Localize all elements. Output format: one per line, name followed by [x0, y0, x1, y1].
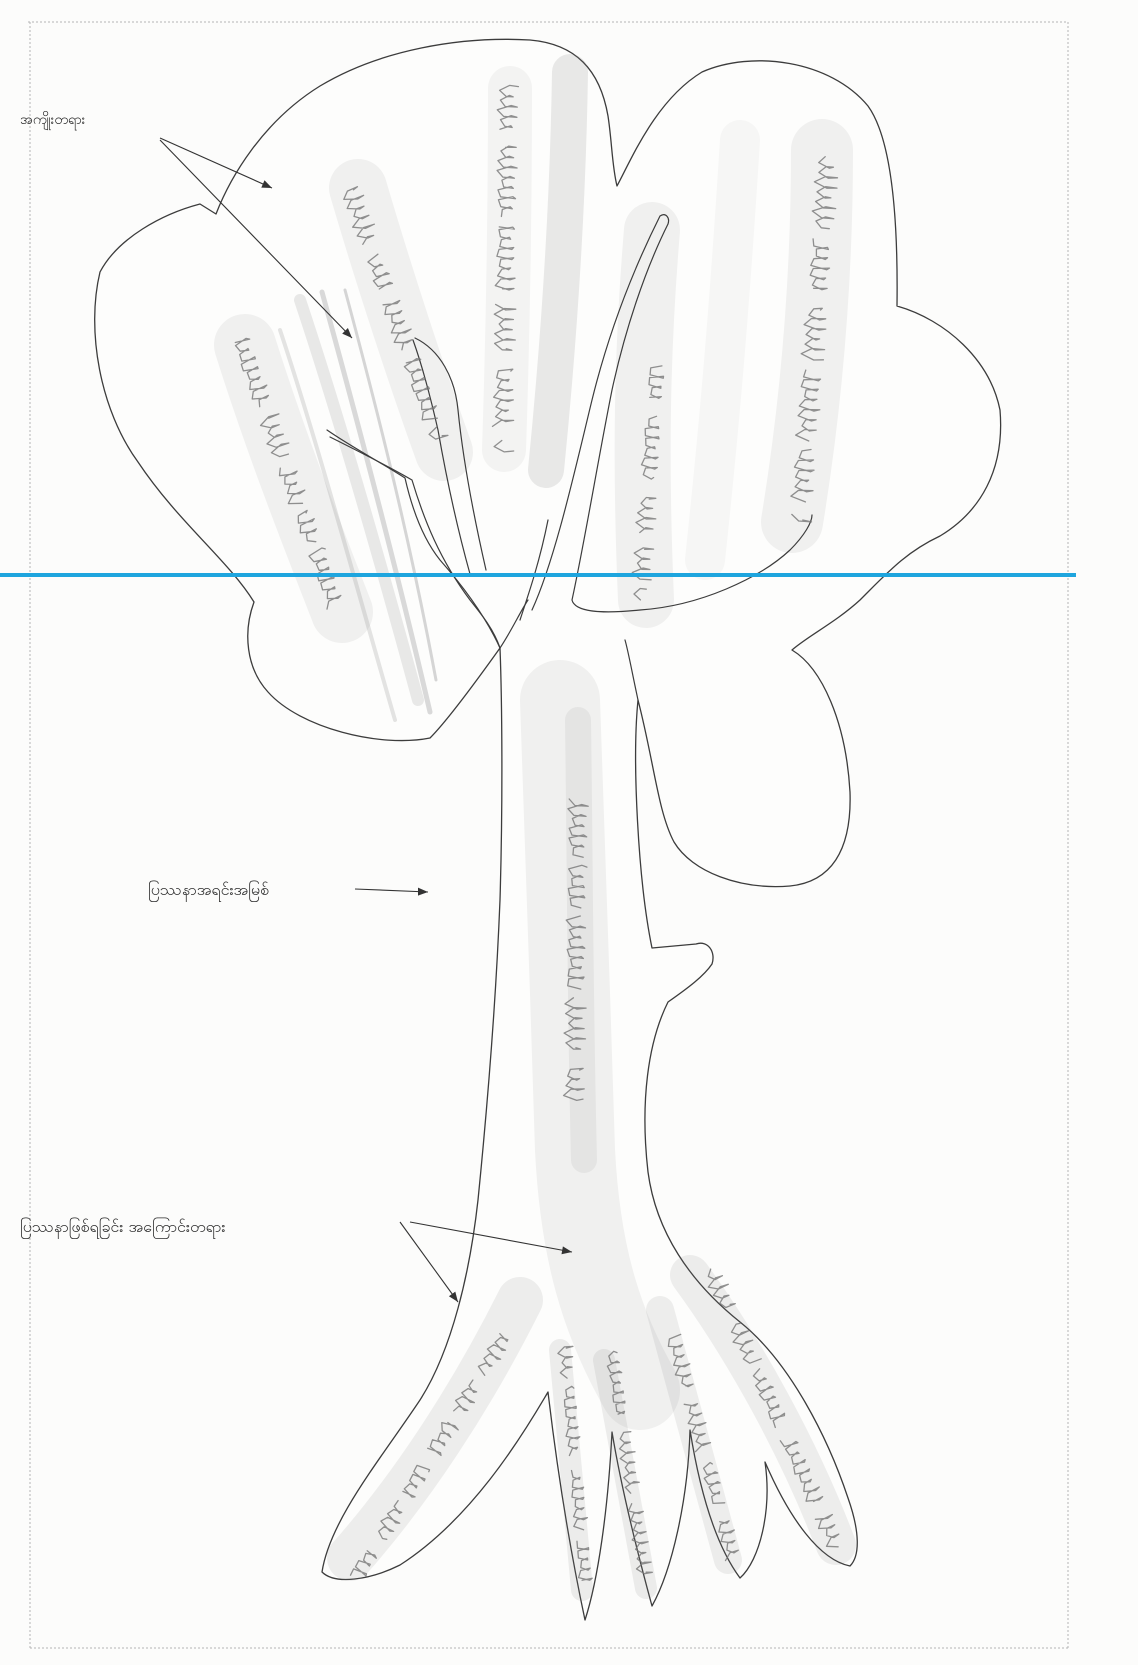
arrowhead	[449, 1292, 458, 1302]
core-problem-label: ပြဿနာအရင်းအမြစ်	[148, 880, 269, 902]
shading-trunk-core	[578, 720, 584, 1160]
arrowhead	[418, 888, 428, 896]
core-problem-callout: ပြဿနာအရင်းအမြစ်	[148, 880, 428, 902]
arrow-line	[355, 889, 428, 892]
blue-marker-line	[0, 573, 1076, 577]
causes-label: ပြဿနာဖြစ်ရခြင်း အကြောင်းတရား	[20, 1217, 225, 1239]
arrow-line	[400, 1222, 458, 1302]
effects-label: အကျိုးတရား	[20, 112, 86, 130]
shading-leaf	[643, 230, 652, 600]
shading-leaf	[792, 150, 822, 522]
